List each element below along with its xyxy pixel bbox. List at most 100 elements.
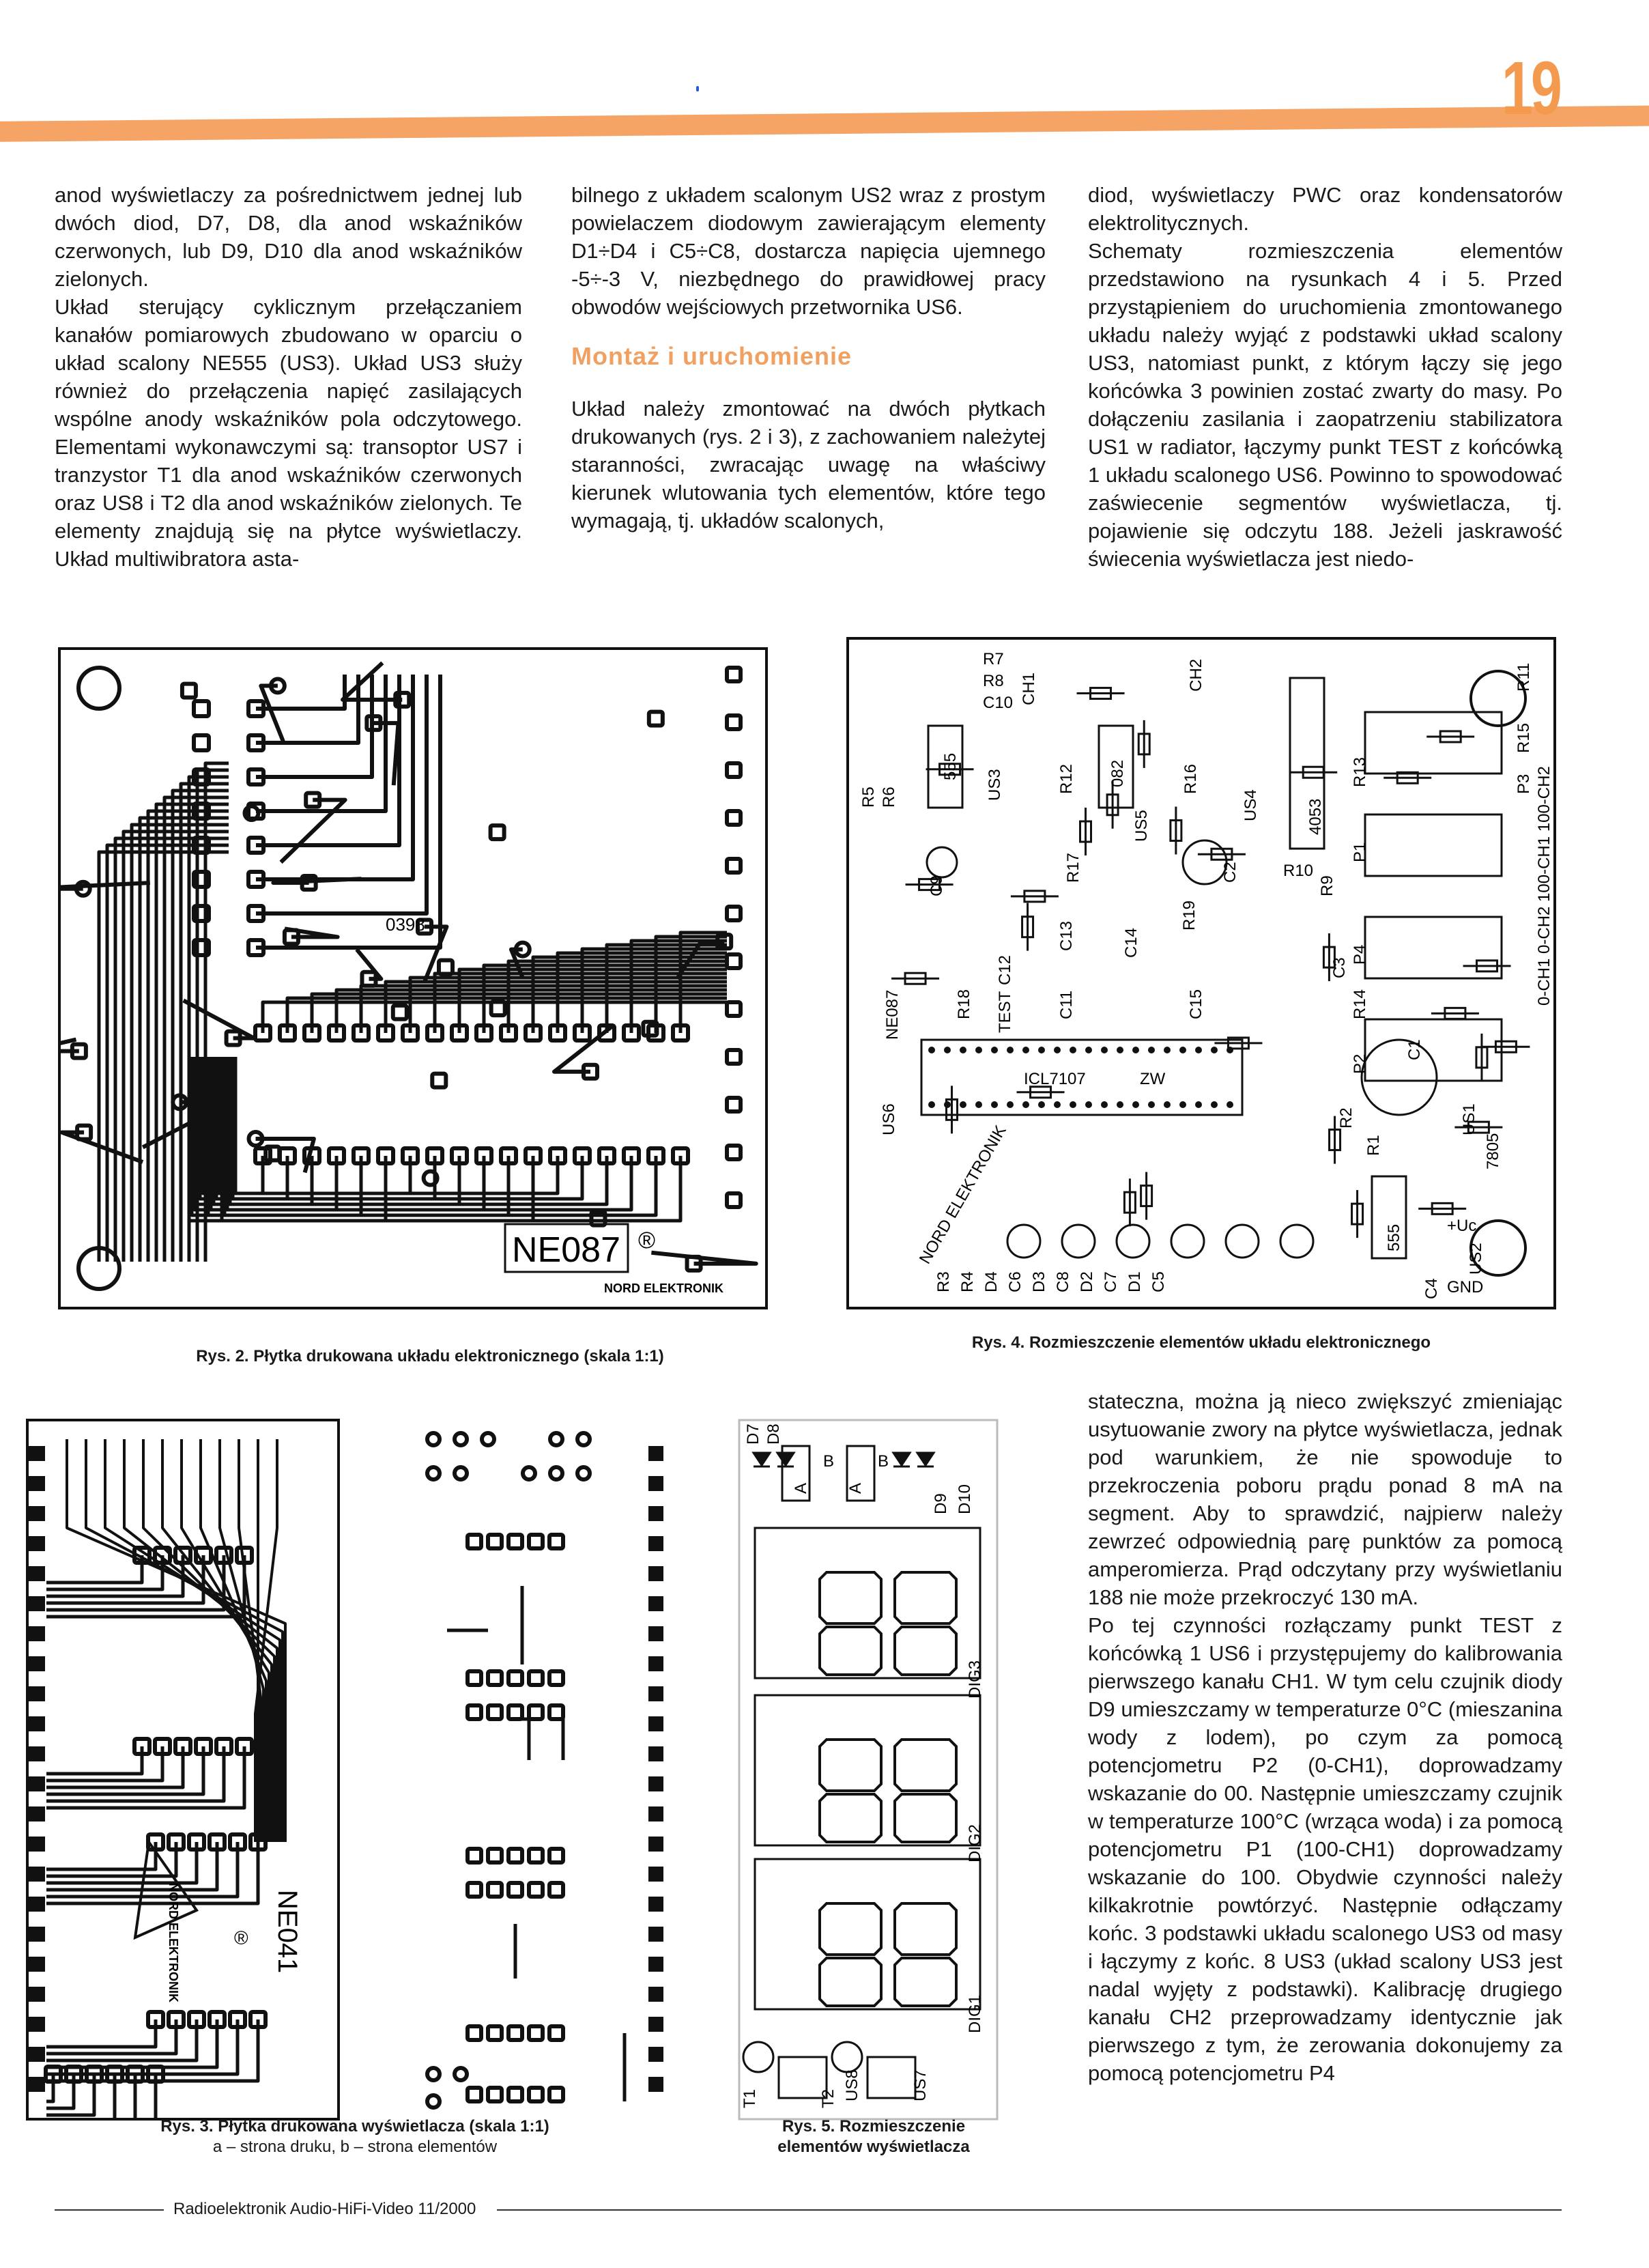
mounting-hole: [1469, 670, 1527, 727]
ic-outline-icl7107: [920, 1038, 1244, 1116]
copper-trace: [341, 661, 403, 702]
solder-pad: [486, 1703, 504, 1721]
edge-contact: [27, 1776, 45, 1791]
transistor-t1: [742, 2041, 775, 2073]
copper-trace: [214, 1057, 437, 1201]
paragraph: stateczna, można ją nieco zwiększyć zmie…: [1088, 1389, 1562, 1609]
copper-trace: [508, 947, 525, 978]
board-outline: [846, 637, 1556, 1309]
ic-pin: [1132, 1047, 1139, 1053]
component-label: US2: [1467, 1243, 1485, 1275]
component-label: D4: [982, 1271, 1001, 1292]
board-outline: [738, 1419, 999, 2121]
edge-contact: [27, 1596, 45, 1611]
capacitor-c1: [1360, 1038, 1438, 1116]
edge-contact: [27, 1837, 45, 1852]
resistor-body: [1494, 1040, 1517, 1053]
solder-pad: [192, 699, 211, 718]
component-label: C9: [928, 875, 946, 896]
ic-pin: [1132, 1101, 1139, 1108]
component-label: 555: [1385, 1224, 1403, 1251]
component-label: T1: [741, 2089, 759, 2108]
ic-outline-4053: [1289, 677, 1325, 850]
edge-contact: [27, 1746, 45, 1761]
footer-rule: [55, 2209, 164, 2211]
ic-pin: [975, 1047, 982, 1053]
ic-pin: [1117, 1101, 1123, 1108]
ic-outline-555: [927, 724, 964, 809]
ic-pin: [1007, 1101, 1014, 1108]
copper-trace: [97, 850, 229, 1262]
board-label: NE087: [512, 1230, 620, 1270]
resistor-body: [904, 972, 927, 985]
solder-pad: [548, 1431, 564, 1447]
edge-contact: [648, 1927, 663, 1942]
print-mark: [696, 86, 699, 91]
component-label: P2: [1351, 1054, 1369, 1074]
potentiometer: [1364, 813, 1503, 877]
copper-trace: [422, 924, 449, 983]
resistor-body: [1302, 765, 1325, 779]
copper-trace: [46, 2074, 96, 2117]
edge-contact: [27, 1957, 45, 1972]
resistor-body: [1021, 916, 1035, 939]
copper-trace: [46, 1746, 246, 1810]
copper-trace: [605, 943, 727, 1033]
transistor-t2: [831, 2041, 863, 2073]
solder-pad: [641, 1019, 659, 1038]
capacitor: [1006, 1223, 1042, 1259]
component-label: C15: [1187, 989, 1205, 1019]
component-label: 0-CH1 0-CH2 100-CH1 100-CH2: [1535, 766, 1553, 1006]
component-label: R2: [1337, 1107, 1356, 1129]
figure-3-caption: Rys. 3. Płytka drukowana wyświetlacza (s…: [82, 2116, 628, 2157]
copper-trace: [373, 721, 401, 786]
ic-pin: [1085, 1047, 1092, 1053]
copper-trace: [195, 768, 229, 1262]
solder-pad: [527, 1703, 545, 1721]
label-box: [504, 1223, 629, 1273]
copper-trace: [675, 939, 725, 980]
figure-2-pcb: 0398 NE087 ® NORD ELEKTRONIK: [58, 647, 768, 1309]
edge-contact: [27, 2077, 45, 2092]
reg-mark: ®: [638, 1228, 655, 1253]
copper-trace: [629, 939, 727, 1033]
solder-pad: [527, 1881, 545, 1899]
ic-outline-555-us2: [1371, 1175, 1407, 1260]
solder-pad: [453, 2066, 469, 2082]
solder-pad: [486, 1847, 504, 1865]
diode-symbol: [915, 1451, 936, 1468]
edge-contact: [648, 1566, 663, 1581]
resistor-body: [1023, 890, 1046, 903]
resistor-body: [1079, 820, 1093, 843]
seven-segment-digit: [893, 1738, 958, 1843]
figure-3b-pcb-component-side: [420, 1419, 665, 2121]
copper-trace: [46, 1746, 185, 1789]
solder-pad: [465, 1847, 483, 1865]
optocoupler-us8: [777, 2056, 828, 2099]
solder-pad: [436, 958, 455, 976]
copper-trace: [46, 1746, 164, 1783]
component-label: 4053: [1306, 799, 1325, 835]
edge-contact: [648, 1626, 663, 1641]
copper-trace: [256, 675, 429, 916]
ic-pin: [1054, 1101, 1061, 1108]
resistor-body: [1169, 819, 1183, 842]
component-label: R19: [1180, 901, 1199, 931]
edge-contact: [648, 1837, 663, 1852]
solder-pad: [527, 1533, 545, 1550]
component-label: C11: [1057, 991, 1076, 1019]
copper-trace: [482, 963, 727, 1033]
copper-trace: [384, 980, 727, 1033]
pcb-drawing: NE041 NORD ELEKTRONIK ®: [26, 1419, 340, 2121]
component-label: D2: [1078, 1271, 1096, 1292]
paragraph: bilnego z układem scalonym US2 wraz z pr…: [571, 183, 1046, 319]
capacitor: [1115, 1223, 1151, 1259]
edge-contact: [648, 1746, 663, 1761]
component-label: NORD ELEKTRONIK: [916, 1122, 1010, 1267]
resistor-body: [1227, 1036, 1250, 1050]
copper-trace: [46, 1746, 205, 1796]
solder-pad: [548, 1465, 564, 1482]
copper-trace: [506, 959, 727, 1033]
